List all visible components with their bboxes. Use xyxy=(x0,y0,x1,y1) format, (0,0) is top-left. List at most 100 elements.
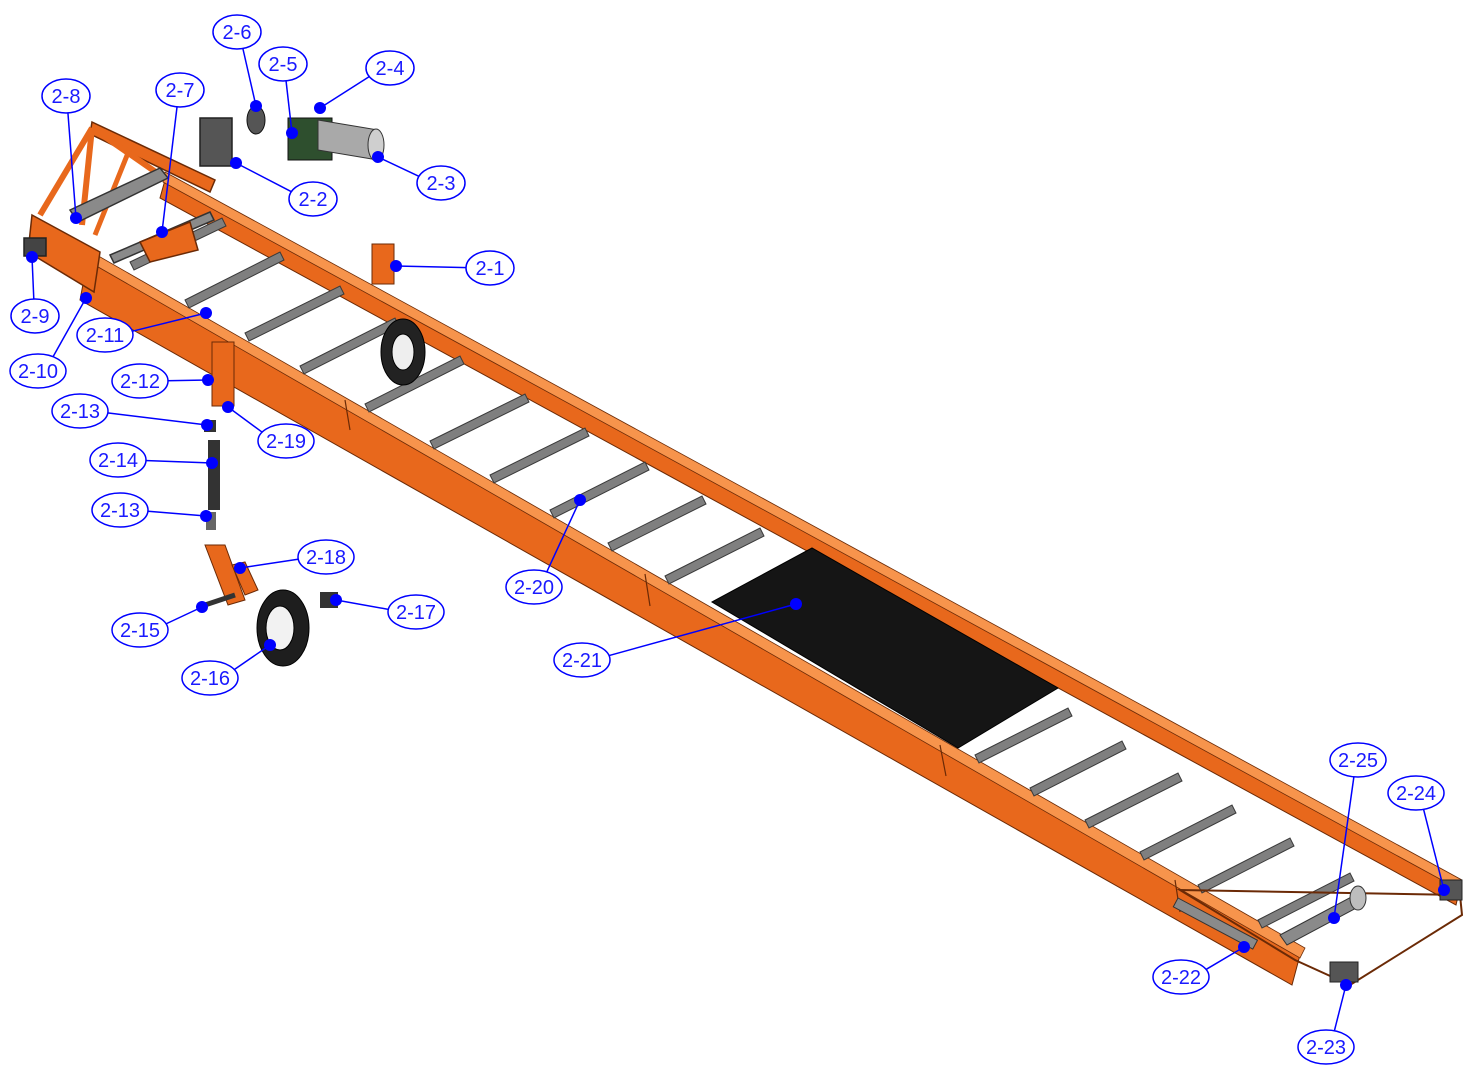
callout-label: 2-15 xyxy=(120,620,160,642)
leader-line xyxy=(1333,984,1347,1032)
leader-dot xyxy=(1238,941,1250,953)
callout-bubble xyxy=(288,181,338,217)
leader-dot xyxy=(314,102,326,114)
leader-dot xyxy=(390,260,402,272)
tail-section xyxy=(1172,879,1464,987)
callout-label: 2-17 xyxy=(396,602,436,624)
callout-2-1: 2-1 xyxy=(390,250,515,286)
callout-label: 2-4 xyxy=(376,58,405,80)
callout-2-25: 2-25 xyxy=(1328,742,1387,924)
leader-line xyxy=(377,156,421,178)
leader-dot xyxy=(202,374,214,386)
callout-bubble xyxy=(387,594,445,630)
idler-rollers xyxy=(129,217,1355,929)
leader-line xyxy=(106,412,208,426)
leader-line xyxy=(166,379,209,382)
drive-motor xyxy=(246,105,385,162)
leader-line xyxy=(130,312,207,333)
leader-dot xyxy=(26,251,38,263)
callout-2-22: 2-22 xyxy=(1152,941,1250,995)
leader-dot xyxy=(330,594,342,606)
leader-dot xyxy=(790,598,802,610)
leader-line xyxy=(67,112,77,219)
callout-bubble xyxy=(155,72,205,108)
leader-line xyxy=(1204,946,1245,971)
conveyor-frame xyxy=(79,171,1463,986)
callout-2-13: 2-13 xyxy=(91,492,212,528)
callout-2-17: 2-17 xyxy=(330,594,445,630)
callout-label: 2-1 xyxy=(476,258,505,280)
callout-2-7: 2-7 xyxy=(155,72,205,238)
leader-line xyxy=(232,644,271,671)
callout-bubble xyxy=(257,423,315,459)
far-rail-flange xyxy=(162,171,1463,891)
callout-2-18: 2-18 xyxy=(234,539,355,575)
leader-line xyxy=(1333,775,1355,919)
leader-dot xyxy=(234,562,246,574)
callout-label: 2-5 xyxy=(269,54,298,76)
far-side-rail xyxy=(159,179,1461,906)
leader-line xyxy=(235,162,293,193)
leader-dot xyxy=(1340,979,1352,991)
callout-bubble xyxy=(505,569,563,605)
callout-label: 2-19 xyxy=(266,431,306,453)
callout-2-12: 2-12 xyxy=(111,363,214,399)
callout-label: 2-16 xyxy=(190,668,230,690)
callout-bubble xyxy=(181,660,239,696)
leader-line xyxy=(227,406,264,434)
callout-2-3: 2-3 xyxy=(372,151,466,201)
callout-label: 2-22 xyxy=(1161,967,1201,989)
callout-label: 2-14 xyxy=(98,450,138,472)
callout-label: 2-2 xyxy=(299,189,328,211)
leader-dot xyxy=(206,457,218,469)
leader-line xyxy=(1422,808,1445,891)
callout-2-21: 2-21 xyxy=(553,598,802,678)
leader-line xyxy=(161,105,178,233)
leader-dot xyxy=(201,419,213,431)
callout-2-5: 2-5 xyxy=(258,46,308,139)
callout-layer: 2-1 2-2 2-3 2-4 2-5 2-6 2-7 2-8 2-9 2-10 2-11 2-12 2… xyxy=(9,14,1450,1065)
callout-2-9: 2-9 xyxy=(10,251,60,334)
leader-dot xyxy=(70,212,82,224)
callout-2-8: 2-8 xyxy=(41,78,91,224)
leader-line xyxy=(146,510,207,517)
callout-label: 2-13 xyxy=(60,401,100,423)
leader-line xyxy=(31,256,35,300)
callout-bubble xyxy=(76,317,134,353)
callout-label: 2-18 xyxy=(306,547,346,569)
callout-bubble xyxy=(41,78,91,114)
leader-line xyxy=(164,606,203,626)
leader-line xyxy=(607,603,797,657)
callout-bubble xyxy=(212,14,262,50)
leader-dot xyxy=(200,510,212,522)
leader-line xyxy=(51,297,87,358)
leader-dot xyxy=(264,639,276,651)
leader-dot xyxy=(222,401,234,413)
leader-dot xyxy=(196,601,208,613)
callout-label: 2-8 xyxy=(52,86,81,108)
callout-2-20: 2-20 xyxy=(505,494,586,605)
callout-bubble xyxy=(1329,742,1387,778)
callout-2-14: 2-14 xyxy=(89,442,218,478)
callout-bubble xyxy=(51,393,109,429)
callout-label: 2-12 xyxy=(120,371,160,393)
callout-label: 2-7 xyxy=(166,80,195,102)
callout-bubble xyxy=(9,353,67,389)
callout-2-11: 2-11 xyxy=(76,307,212,353)
callout-2-15: 2-15 xyxy=(111,601,208,648)
leader-dot xyxy=(574,494,586,506)
callout-2-6: 2-6 xyxy=(212,14,262,112)
head-frame xyxy=(23,117,233,294)
callout-label: 2-25 xyxy=(1338,750,1378,772)
callout-bubble xyxy=(89,442,147,478)
callout-2-19: 2-19 xyxy=(222,401,315,459)
callout-2-2: 2-2 xyxy=(230,157,338,217)
callout-label: 2-6 xyxy=(223,22,252,44)
callout-label: 2-21 xyxy=(562,650,602,672)
callout-bubble xyxy=(258,46,308,82)
callout-label: 2-3 xyxy=(427,173,456,195)
leader-line xyxy=(335,599,390,611)
callout-label: 2-10 xyxy=(18,361,58,383)
callout-label: 2-20 xyxy=(514,577,554,599)
